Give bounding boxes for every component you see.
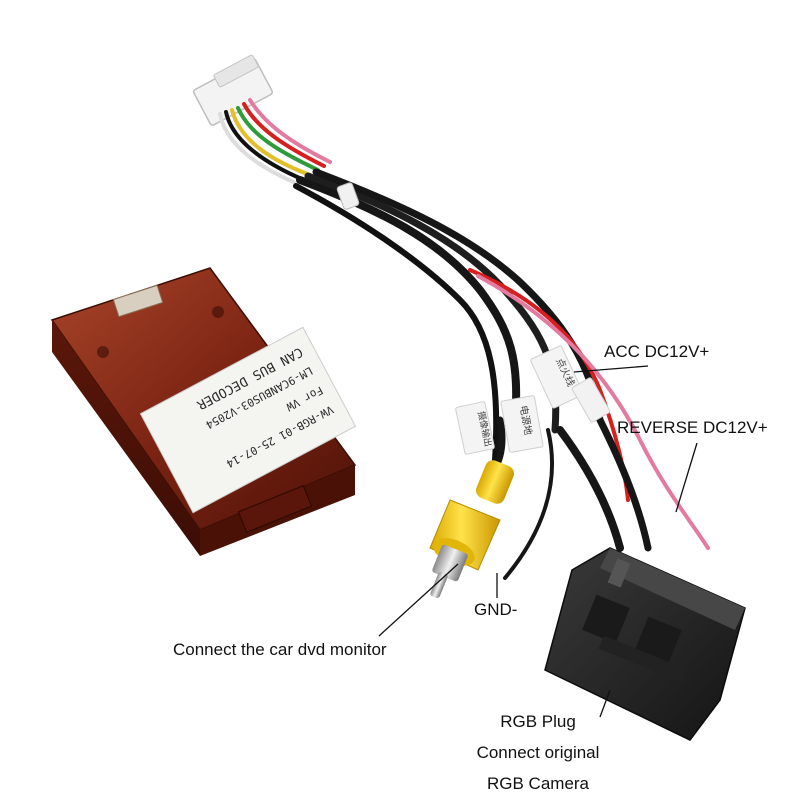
wire-tag-ground: 电源地 (500, 395, 544, 453)
label-rgb-line2: Connect original (476, 743, 600, 762)
leader-lines (378, 365, 698, 718)
rgb-plug (544, 547, 746, 741)
module-port (112, 284, 164, 318)
harness-wires (218, 98, 332, 186)
label-gnd: GND- (474, 600, 518, 619)
rca-plug (429, 460, 514, 599)
cable-tie (336, 182, 360, 210)
rgb-plug-wires (556, 416, 652, 552)
label-rgb-plug: RGB Plug Connect original RGB Camera (440, 706, 636, 799)
wire-tag-video: 摄像输出 (455, 401, 495, 455)
ground-wire (503, 428, 555, 580)
decoder-module: CAN BUS DECODER LM-9CANBUS03-V2054 For V… (50, 267, 357, 556)
module-screw (97, 346, 109, 358)
label-rgb-line1: RGB Plug (500, 712, 576, 731)
white-connector (193, 54, 273, 126)
label-acc: ACC DC12V+ (604, 342, 710, 361)
module-sticker: CAN BUS DECODER LM-9CANBUS03-V2054 For V… (139, 326, 357, 514)
leader-rgb (599, 689, 611, 718)
leader-reverse (675, 442, 698, 513)
wire-tag-blank (571, 377, 611, 423)
label-dvd-monitor: Connect the car dvd monitor (173, 640, 387, 659)
module-screw (212, 306, 224, 318)
label-reverse: REVERSE DC12V+ (617, 418, 768, 437)
label-rgb-line3: RGB Camera (486, 774, 590, 793)
module-slot (237, 485, 313, 533)
leader-acc (573, 365, 649, 373)
leader-dvd (378, 563, 459, 637)
